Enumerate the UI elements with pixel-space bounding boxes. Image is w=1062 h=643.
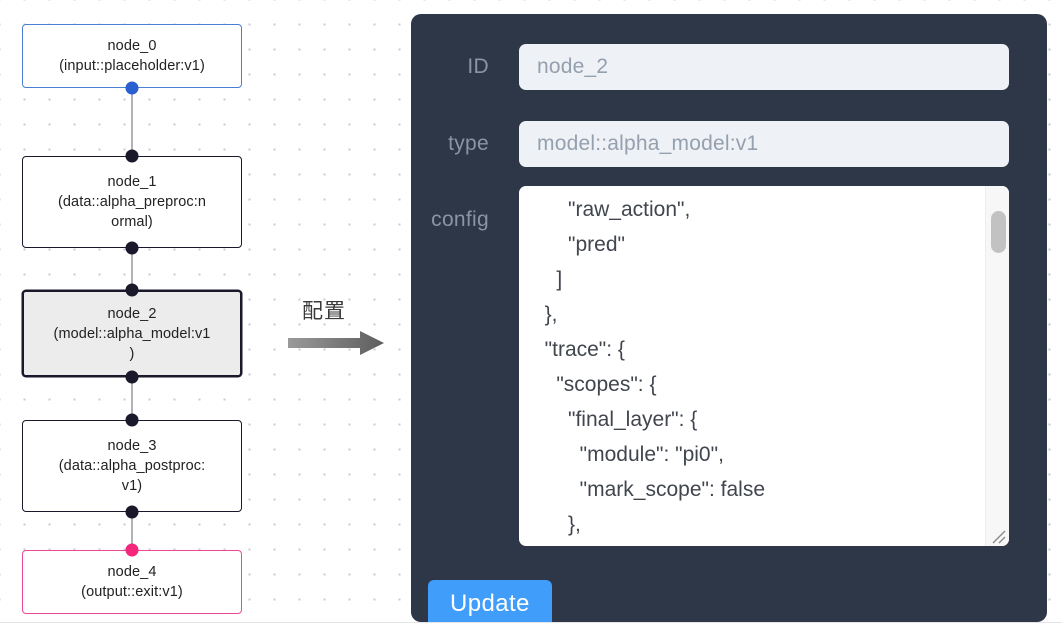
resize-grip-icon[interactable]: [989, 527, 1007, 545]
annotation-group: 配置: [288, 295, 398, 361]
node-handle-target-node_4[interactable]: [125, 543, 139, 557]
arrow-right-icon: [288, 331, 384, 355]
graph-node-node_0[interactable]: node_0 (input::placeholder:v1): [22, 24, 242, 88]
edge-node1-node2: [131, 248, 133, 290]
type-field-label: type: [448, 132, 489, 155]
flow-canvas[interactable]: node_0 (input::placeholder:v1) node_1 (d…: [0, 0, 1062, 623]
graph-node-label: node_0 (input::placeholder:v1): [59, 38, 205, 74]
graph-node-node_3[interactable]: node_3 (data::alpha_postproc: v1): [22, 420, 242, 512]
edge-node2-node3: [131, 377, 133, 420]
node-handle-source-node_2[interactable]: [125, 370, 139, 384]
config-scrollbar-thumb[interactable]: [991, 211, 1006, 253]
node-handle-source-node_0[interactable]: [125, 81, 139, 95]
node-handle-target-node_2[interactable]: [125, 283, 139, 297]
node-handle-source-node_3[interactable]: [125, 505, 139, 519]
node-handle-target-node_1[interactable]: [125, 149, 139, 163]
config-scrollbar-track[interactable]: [985, 186, 1009, 546]
id-input[interactable]: [519, 44, 1009, 90]
config-field-label: config: [431, 208, 489, 231]
field-row-id: ID: [411, 44, 1009, 90]
config-textarea[interactable]: "raw_action", "pred" ] }, "trace": { "sc…: [519, 186, 985, 546]
graph-node-node_4[interactable]: node_4 (output::exit:v1): [22, 550, 242, 614]
graph-node-label: node_2 (model::alpha_model:v1 ): [53, 305, 211, 362]
id-field-label: ID: [467, 55, 489, 78]
node-handle-target-node_3[interactable]: [125, 413, 139, 427]
node-config-panel: ID type config "raw_action", "pred" ] },…: [411, 14, 1047, 622]
graph-node-node_1[interactable]: node_1 (data::alpha_preproc:n ormal): [22, 156, 242, 248]
node-handle-source-node_1[interactable]: [125, 241, 139, 255]
graph-node-label: node_4 (output::exit:v1): [81, 564, 183, 600]
update-button[interactable]: Update: [428, 580, 552, 622]
edge-node3-node4: [131, 512, 133, 550]
edge-node0-node1: [131, 88, 133, 156]
type-input[interactable]: [519, 121, 1009, 167]
field-row-type: type: [411, 121, 1009, 167]
graph-node-label: node_3 (data::alpha_postproc: v1): [58, 438, 206, 494]
field-row-config: config "raw_action", "pred" ] }, "trace"…: [411, 186, 1009, 546]
annotation-label: 配置: [302, 299, 346, 323]
config-textarea-wrapper: "raw_action", "pred" ] }, "trace": { "sc…: [519, 186, 1009, 546]
graph-node-node_2[interactable]: node_2 (model::alpha_model:v1 ): [22, 290, 242, 377]
graph-node-label: node_1 (data::alpha_preproc:n ormal): [57, 174, 207, 230]
